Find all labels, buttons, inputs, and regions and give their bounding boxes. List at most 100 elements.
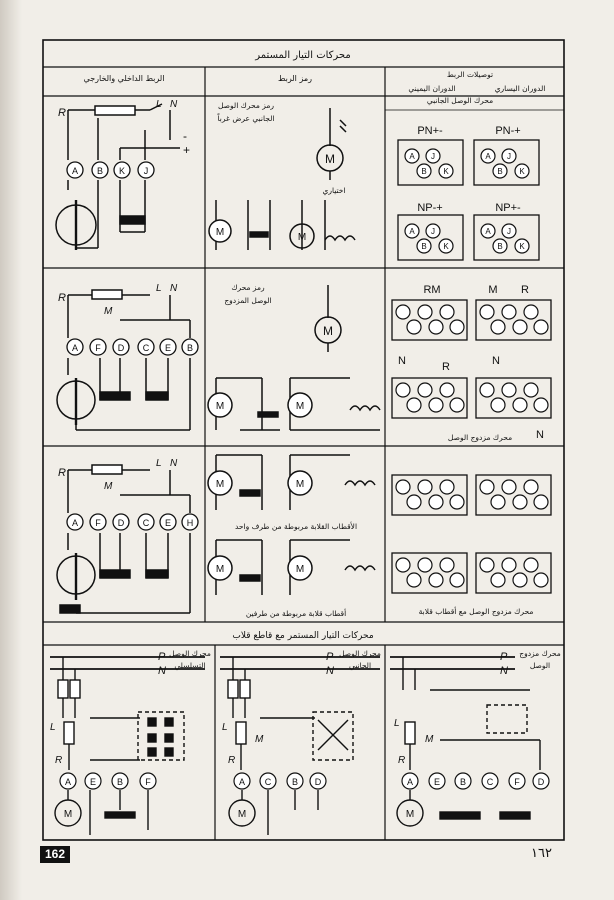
- svg-text:A: A: [485, 152, 491, 161]
- col-subheader-left-rotation: الدوران اليساري: [495, 84, 546, 93]
- section2-supply-lines: [50, 656, 515, 670]
- svg-text:J: J: [507, 227, 511, 236]
- svg-text:R: R: [228, 755, 235, 766]
- svg-text:رمز محرك: رمز محرك: [231, 283, 265, 292]
- svg-text:N: N: [492, 355, 500, 367]
- svg-text:PN+-: PN+-: [417, 125, 443, 137]
- svg-text:F: F: [514, 777, 520, 787]
- svg-text:M: M: [216, 401, 224, 412]
- svg-text:J: J: [431, 152, 435, 161]
- svg-text:B: B: [497, 167, 502, 176]
- svg-text:محرك الوصل: محرك الوصل: [339, 649, 381, 658]
- svg-text:N: N: [398, 355, 406, 367]
- svg-text:M: M: [296, 479, 304, 490]
- svg-text:N: N: [326, 665, 334, 677]
- svg-text:P: P: [158, 651, 166, 663]
- svg-text:A: A: [72, 343, 78, 353]
- svg-text:C: C: [265, 777, 272, 787]
- svg-text:C: C: [143, 518, 150, 528]
- col-subheader-right-rotation: الدوران اليميني: [408, 84, 455, 93]
- svg-text:R: R: [58, 467, 66, 479]
- svg-text:M: M: [406, 809, 414, 820]
- svg-text:PN-+: PN-+: [495, 125, 520, 137]
- svg-text:D: D: [315, 777, 322, 787]
- svg-text:J: J: [144, 166, 149, 176]
- svg-text:M: M: [64, 809, 72, 820]
- svg-text:B: B: [421, 242, 426, 251]
- svg-text:N: N: [170, 99, 178, 110]
- svg-text:R: R: [521, 284, 529, 296]
- svg-text:P: P: [500, 651, 508, 663]
- svg-text:الأقطاب القلابة مربوطة من طرف: الأقطاب القلابة مربوطة من طرف واحد: [235, 521, 357, 531]
- col-header-connections: توصيلات الربط: [447, 70, 493, 79]
- svg-text:C: C: [487, 777, 494, 787]
- svg-text:NP-+: NP-+: [417, 202, 442, 214]
- col-header-symbol: رمز الربط: [278, 74, 312, 83]
- svg-text:N: N: [500, 665, 508, 677]
- svg-text:A: A: [72, 518, 78, 528]
- svg-text:M: M: [323, 324, 333, 338]
- svg-text:E: E: [434, 777, 440, 787]
- svg-text:C: C: [143, 343, 150, 353]
- svg-text:D: D: [118, 518, 125, 528]
- svg-text:N: N: [536, 429, 544, 441]
- svg-text:M: M: [104, 481, 113, 492]
- svg-text:E: E: [165, 518, 171, 528]
- svg-text:B: B: [497, 242, 502, 251]
- svg-text:E: E: [165, 343, 171, 353]
- svg-text:M: M: [425, 734, 434, 745]
- svg-text:D: D: [118, 343, 125, 353]
- svg-text:B: B: [187, 343, 193, 353]
- svg-text:N: N: [170, 283, 178, 294]
- svg-text:M: M: [488, 284, 497, 296]
- svg-text:محرك الوصل الجانبي: محرك الوصل الجانبي: [427, 96, 493, 105]
- row1-terminals: A B K J R L N + -: [58, 99, 190, 179]
- row2-wiring-diagram: [56, 289, 191, 431]
- svg-text:L: L: [394, 718, 400, 729]
- svg-text:L: L: [156, 458, 162, 469]
- svg-text:J: J: [431, 227, 435, 236]
- svg-text:محرك الوصل: محرك الوصل: [169, 649, 211, 658]
- svg-text:M: M: [296, 401, 304, 412]
- svg-text:A: A: [72, 166, 78, 176]
- svg-text:M: M: [325, 152, 335, 166]
- svg-text:K: K: [443, 167, 449, 176]
- svg-text:L: L: [50, 722, 56, 733]
- svg-text:الوصل: الوصل: [530, 661, 550, 670]
- svg-text:E: E: [90, 777, 96, 787]
- svg-text:A: A: [409, 152, 415, 161]
- svg-text:D: D: [538, 777, 545, 787]
- svg-text:أقطاب قلابة مربوطة من طرفين: أقطاب قلابة مربوطة من طرفين: [246, 608, 346, 618]
- svg-text:رمز محرك الوصل: رمز محرك الوصل: [218, 101, 274, 110]
- row2-symbol: رمز محرك الوصل المزدوج M M M: [207, 283, 381, 431]
- svg-text:K: K: [519, 242, 525, 251]
- svg-text:الوصل المزدوج: الوصل المزدوج: [224, 296, 271, 305]
- svg-text:L: L: [156, 99, 162, 110]
- svg-text:N: N: [158, 665, 166, 677]
- page-number-arabic: ١٦٢: [531, 846, 552, 861]
- row3-terminal-boards: محرك مزدوج الوصل مع أقطاب قلابة: [391, 474, 552, 616]
- svg-text:M: M: [296, 564, 304, 575]
- svg-text:F: F: [145, 777, 151, 787]
- svg-text:M: M: [238, 809, 246, 820]
- svg-text:A: A: [409, 227, 415, 236]
- col-header-wiring: الربط الداخلي والخارجي: [84, 74, 165, 83]
- svg-text:F: F: [95, 343, 101, 353]
- svg-text:RM: RM: [423, 284, 440, 296]
- svg-text:K: K: [519, 167, 525, 176]
- plate-frame: [42, 39, 565, 841]
- shunt-reversing-diagram: [227, 657, 354, 835]
- row2-terminal-boards: RM M R N R N N محرك مزدوج الوصل: [391, 284, 552, 442]
- svg-text:L: L: [222, 722, 228, 733]
- series-reversing-diagram: [54, 657, 185, 835]
- svg-text:M: M: [216, 227, 224, 238]
- svg-text:الجانبي: الجانبي: [349, 661, 371, 670]
- svg-text:J: J: [507, 152, 511, 161]
- svg-text:A: A: [485, 227, 491, 236]
- svg-text:M: M: [216, 479, 224, 490]
- table-title: محركات التيار المستمر: [254, 50, 351, 61]
- svg-text:R: R: [398, 755, 405, 766]
- svg-text:B: B: [292, 777, 298, 787]
